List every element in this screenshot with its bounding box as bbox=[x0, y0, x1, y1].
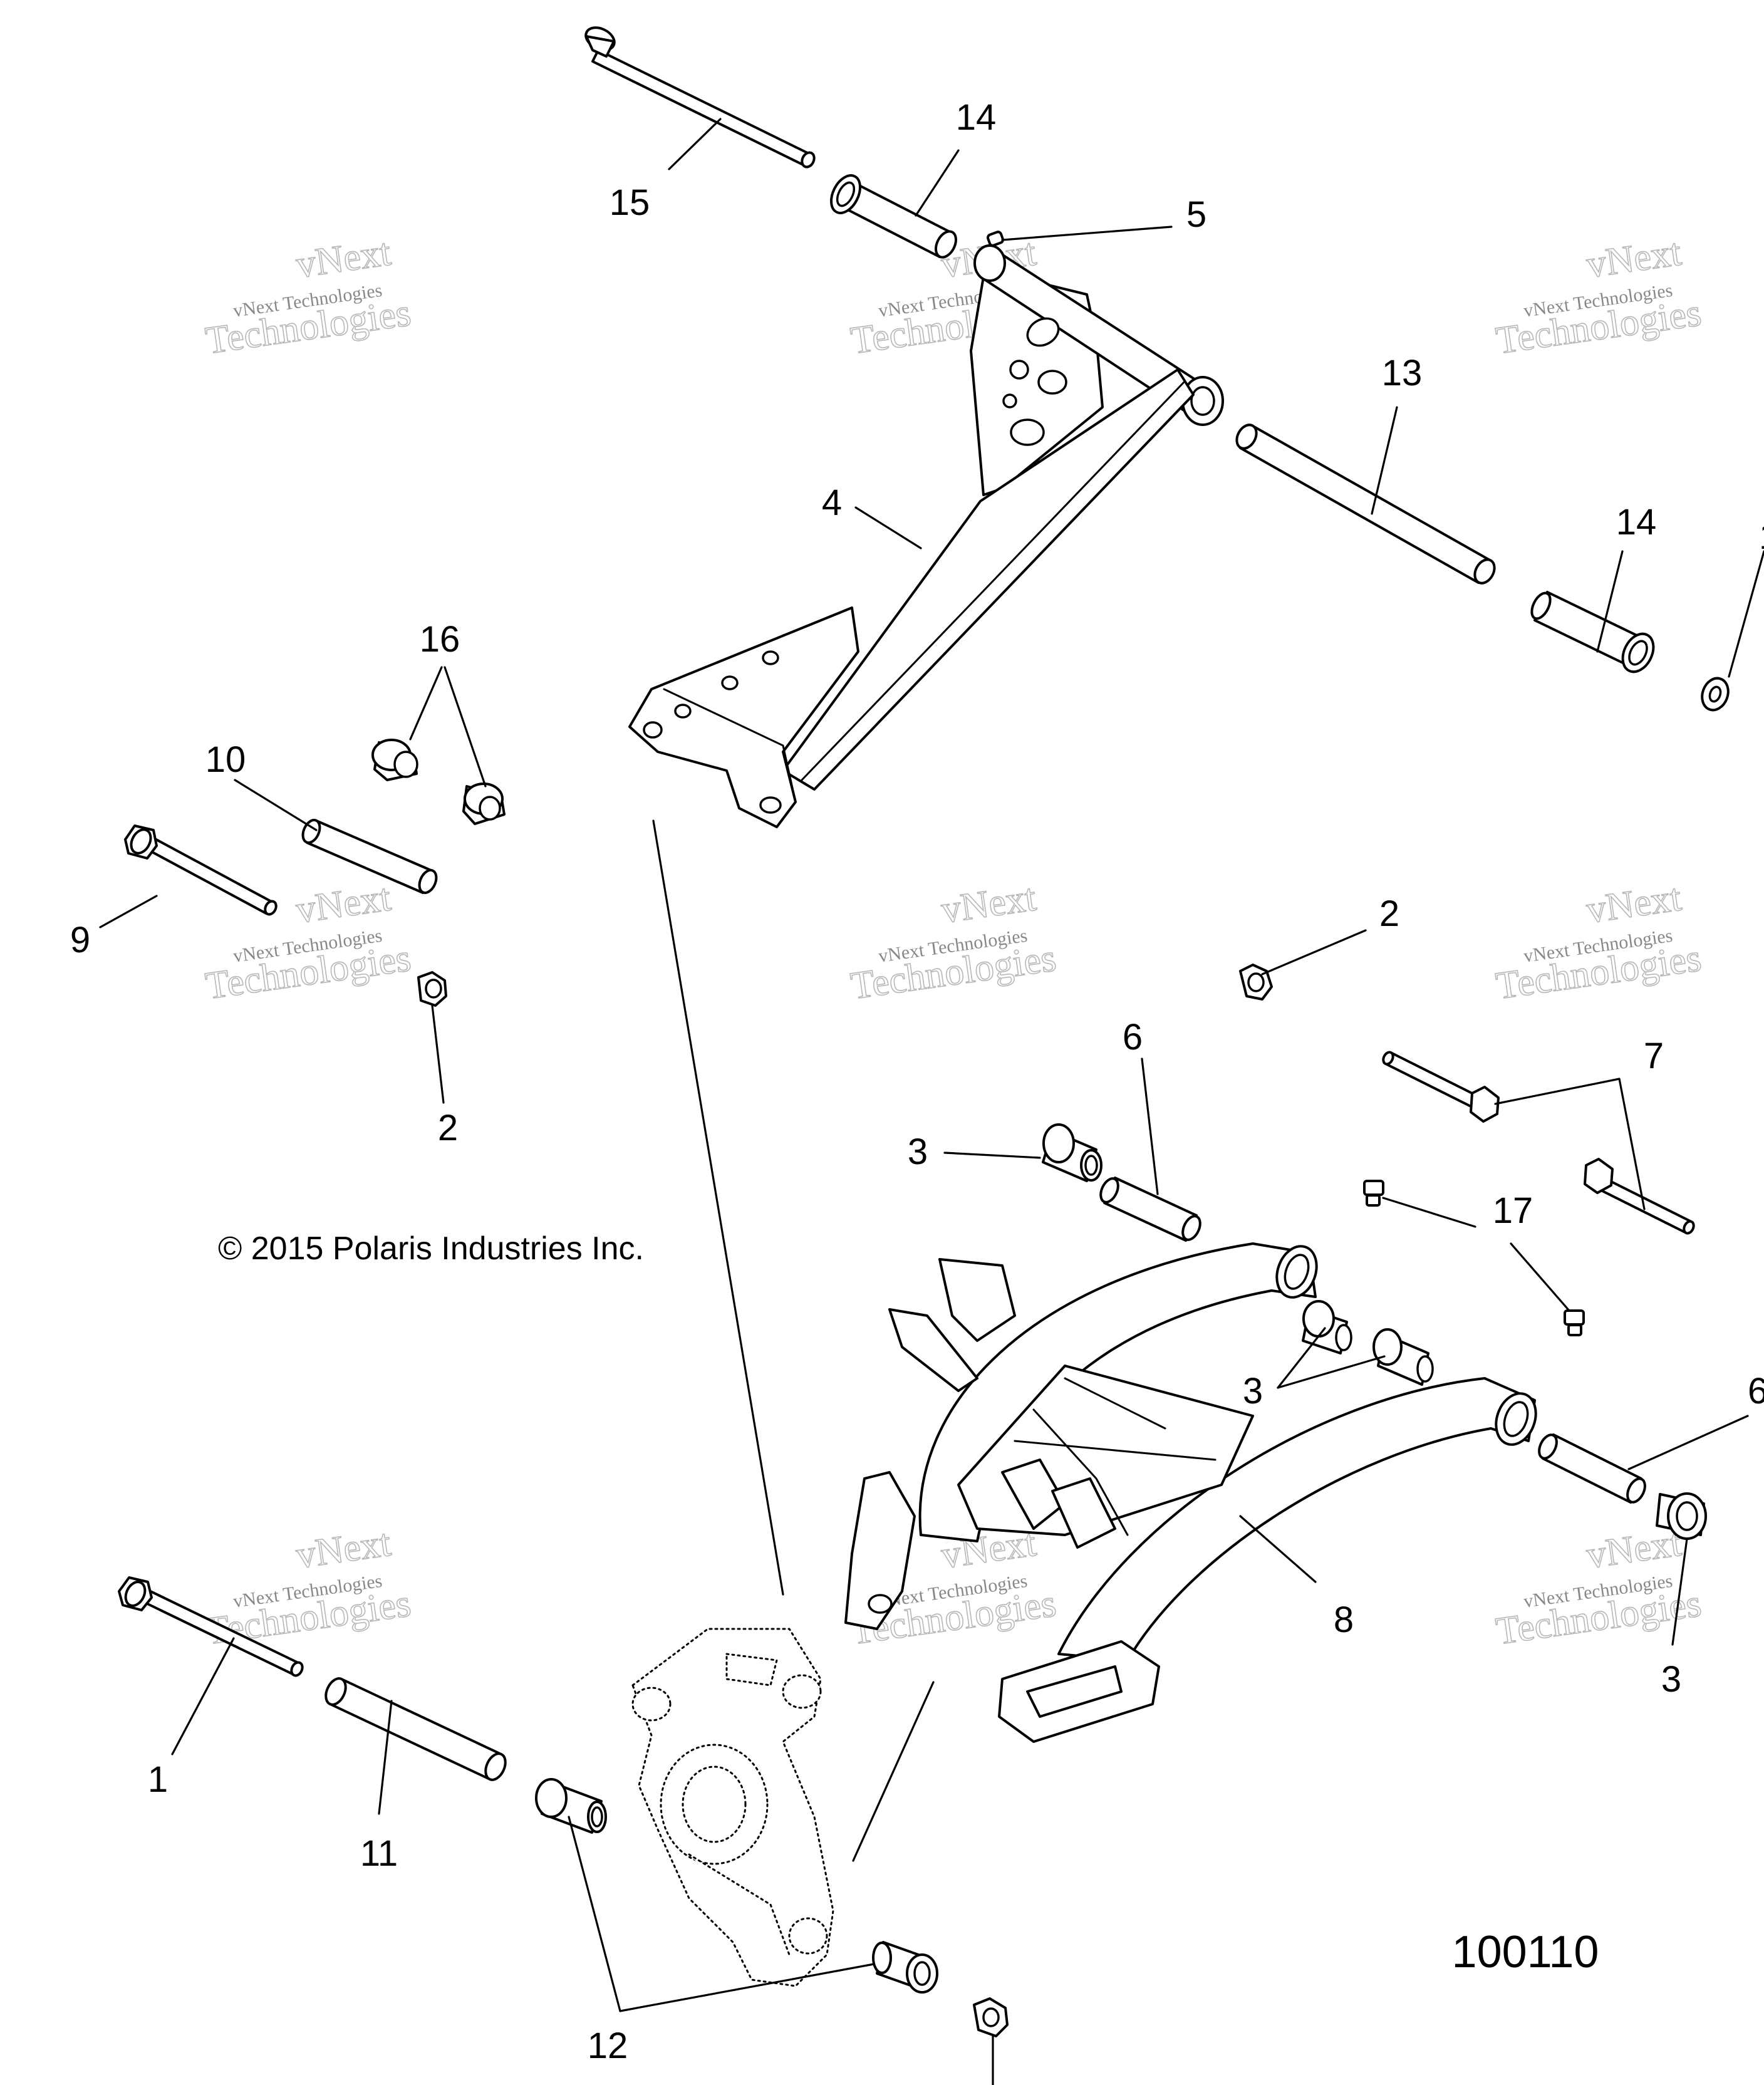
knuckle-reference-dotted bbox=[631, 1628, 834, 1987]
part-5-grease-fitting bbox=[986, 231, 1005, 247]
callout-7: 7 bbox=[1644, 1036, 1664, 1076]
callout-2-right: 2 bbox=[1379, 893, 1399, 934]
callout-1: 1 bbox=[148, 1759, 168, 1800]
callout-14-top: 14 bbox=[956, 97, 997, 138]
watermark: vNext vNext Technologies Technologies bbox=[202, 876, 414, 1008]
callout-16: 16 bbox=[420, 619, 460, 660]
watermark-big-line1: vNext bbox=[294, 1522, 394, 1577]
callout-8: 8 bbox=[1334, 1599, 1354, 1640]
part-edge-washer bbox=[1701, 677, 1730, 712]
callout-6-upper: 6 bbox=[1123, 1017, 1143, 1058]
figure-number: 100110 bbox=[1452, 1927, 1599, 1977]
part-17-fitting-upper bbox=[1363, 1180, 1384, 1207]
callout-12: 12 bbox=[588, 2025, 628, 2066]
part-12-bushing-left bbox=[535, 1778, 607, 1834]
callout-3-lower: 3 bbox=[1661, 1659, 1681, 1700]
part-15-long-pin bbox=[584, 26, 816, 169]
callout-4: 4 bbox=[822, 482, 842, 523]
callout-3-upper: 3 bbox=[908, 1131, 928, 1172]
part-2-nut-right bbox=[1239, 964, 1273, 1001]
callout-9: 9 bbox=[70, 920, 90, 960]
part-14-bushing-right bbox=[1530, 591, 1655, 673]
part-2-nut-left bbox=[417, 971, 447, 1007]
watermark: vNext vNext Technologies Technologies bbox=[848, 876, 1059, 1008]
callout-3-mid: 3 bbox=[1243, 1371, 1263, 1412]
part-3-bushing-lower bbox=[1656, 1492, 1707, 1540]
part-8-lower-arm bbox=[844, 1242, 1537, 1743]
watermark: vNext vNext Technologies Technologies bbox=[1493, 231, 1704, 363]
watermark-big-line1: vNext bbox=[1584, 231, 1684, 286]
copyright-notice: © 2015 Polaris Industries Inc. bbox=[218, 1230, 644, 1267]
watermark: vNext vNext Technologies Technologies bbox=[1493, 1521, 1704, 1653]
part-1-bolt bbox=[118, 1576, 304, 1677]
part-11-tube bbox=[324, 1677, 507, 1781]
callout-edge-1: 1 bbox=[1759, 516, 1764, 557]
watermark: vNext vNext Technologies Technologies bbox=[202, 231, 414, 363]
part-14-bushing-top bbox=[830, 174, 957, 259]
callout-13: 13 bbox=[1382, 353, 1423, 393]
watermark-big-line1: vNext bbox=[1584, 876, 1684, 932]
part-10-tube bbox=[301, 818, 438, 895]
callout-15: 15 bbox=[610, 182, 650, 223]
part-nut-bottom bbox=[973, 1997, 1009, 2037]
part-4-upper-arm bbox=[628, 244, 1224, 828]
part-16-bushings bbox=[371, 739, 506, 825]
watermark-big-line1: vNext bbox=[294, 231, 394, 286]
callout-6-lower: 6 bbox=[1748, 1371, 1764, 1412]
callout-14-right: 14 bbox=[1616, 502, 1657, 543]
part-6-tube-lower bbox=[1538, 1433, 1646, 1504]
watermark-big-line1: vNext bbox=[1584, 1522, 1684, 1577]
part-3-bushing-upper bbox=[1042, 1123, 1102, 1182]
part-7-bolt-lower bbox=[1584, 1158, 1695, 1235]
callout-11: 11 bbox=[360, 1833, 398, 1874]
callout-2-left: 2 bbox=[438, 1108, 458, 1148]
callout-5: 5 bbox=[1186, 194, 1206, 235]
reference-lines bbox=[652, 819, 935, 1862]
callout-17: 17 bbox=[1493, 1190, 1533, 1231]
callout-labels: 15 14 5 4 13 14 1 16 10 9 2 2 6 3 7 17 3… bbox=[70, 97, 1764, 2066]
part-12-bushing-right bbox=[872, 1941, 938, 1994]
part-7-bolt-upper bbox=[1382, 1051, 1500, 1123]
watermark: vNext vNext Technologies Technologies bbox=[1493, 876, 1704, 1008]
part-13-tube bbox=[1235, 424, 1496, 585]
part-6-tube-upper bbox=[1099, 1177, 1201, 1242]
leader-lines bbox=[99, 118, 1764, 2085]
part-17-fitting-lower bbox=[1564, 1309, 1585, 1336]
watermark-big-line1: vNext bbox=[294, 876, 394, 932]
part-3-bushing-mid-right bbox=[1372, 1328, 1434, 1386]
watermark-big-line1: vNext bbox=[939, 876, 1039, 932]
part-9-bolt bbox=[124, 824, 278, 916]
callout-10: 10 bbox=[205, 739, 246, 780]
